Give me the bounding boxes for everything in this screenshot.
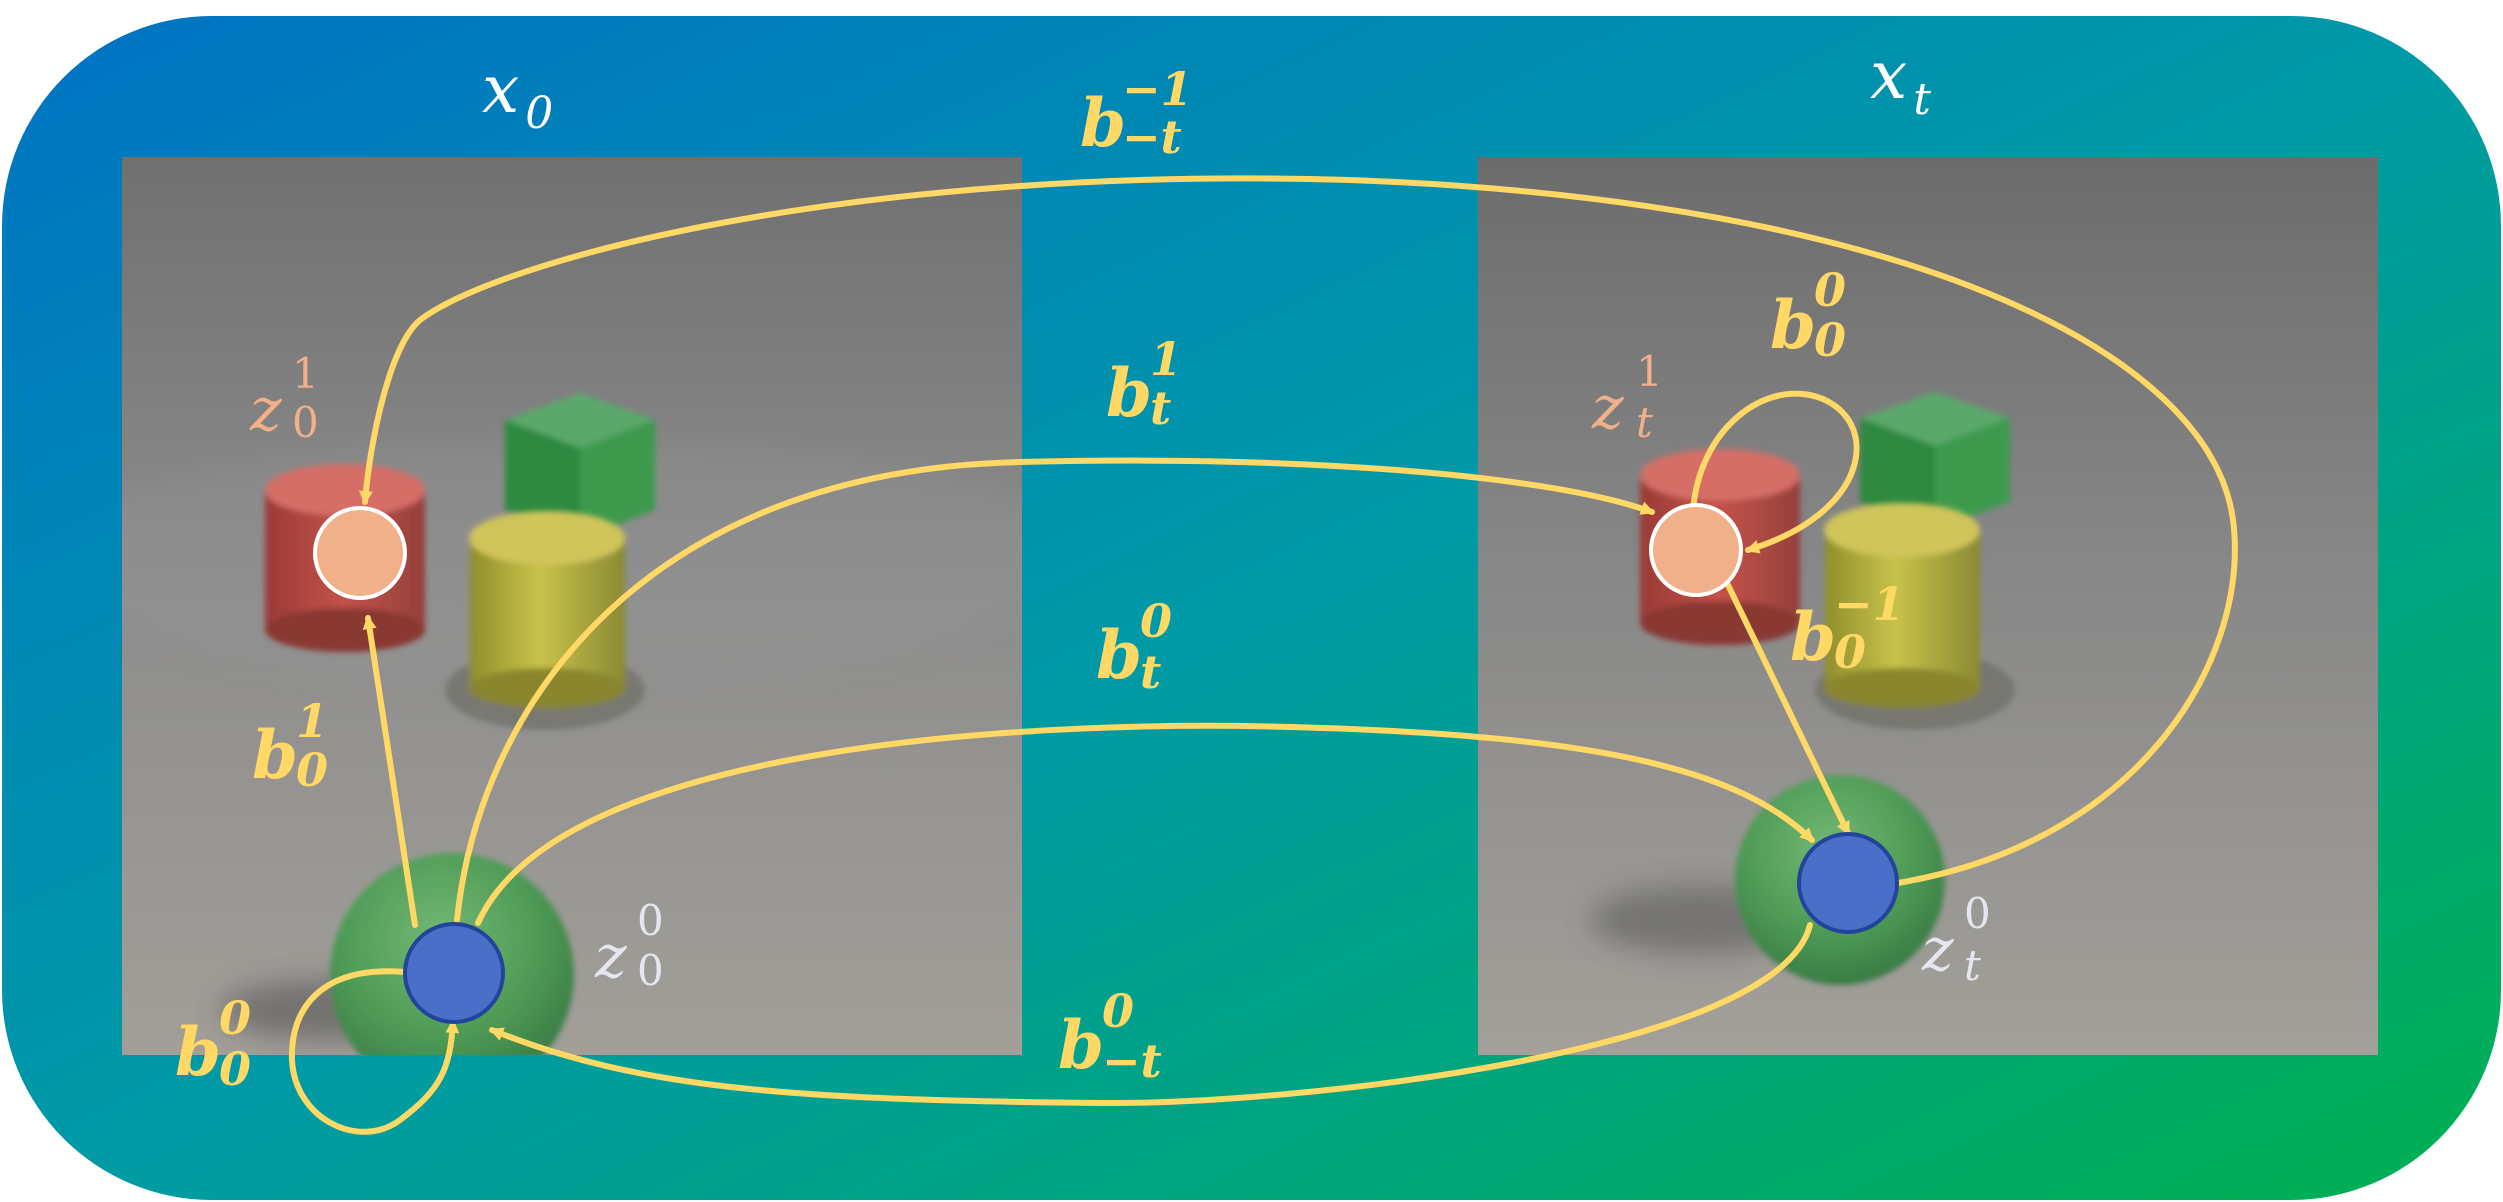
- svg-text:z: z: [1921, 915, 1954, 985]
- label-b-0-0-right: b 0 0: [1770, 263, 1846, 367]
- edge-b-0-minus1: [1725, 582, 1851, 836]
- edge-b-0-0-right-loop: [1690, 390, 1860, 554]
- svg-text:0: 0: [1814, 313, 1846, 367]
- svg-text:b: b: [175, 1013, 221, 1091]
- svg-text:0: 0: [1140, 594, 1172, 648]
- node-left-z0: [403, 922, 505, 1024]
- svg-text:t: t: [1636, 398, 1653, 447]
- edge-b-minus-t-0: [489, 922, 1813, 1107]
- svg-text:b: b: [1080, 84, 1126, 162]
- svg-text:b: b: [1770, 286, 1816, 364]
- label-b-0-minus1: b −1 0: [1790, 577, 1905, 679]
- node-right-z0: [1797, 832, 1899, 934]
- edge-b-0-0-left-loop: [288, 968, 460, 1135]
- svg-text:z: z: [594, 922, 627, 992]
- svg-text:1: 1: [1150, 332, 1182, 386]
- svg-text:0: 0: [1102, 984, 1134, 1038]
- edge-b-t-0: [475, 722, 1815, 926]
- edge-b-t-1: [454, 457, 1655, 923]
- label-b-minus-t-minus1: b −1 −t: [1080, 62, 1193, 164]
- edge-b-minus-t-minus1: [358, 175, 2238, 886]
- svg-text:b: b: [1790, 598, 1836, 676]
- left-scene-image: [122, 157, 1022, 1055]
- svg-text:0: 0: [219, 1042, 251, 1096]
- svg-text:0: 0: [637, 896, 664, 945]
- svg-text:−1: −1: [1122, 62, 1193, 116]
- svg-text:t: t: [1150, 381, 1171, 435]
- label-right-z0: z 0 t: [1921, 889, 1991, 990]
- svg-text:1: 1: [296, 694, 328, 748]
- svg-text:z: z: [249, 375, 282, 445]
- svg-text:t: t: [1964, 941, 1981, 990]
- svg-text:0: 0: [1814, 263, 1846, 317]
- label-b-0-1-left: b 1 0: [252, 694, 328, 797]
- label-right-z1: z 1 t: [1591, 347, 1663, 447]
- svg-text:−1: −1: [1834, 577, 1905, 631]
- svg-text:0: 0: [1834, 625, 1866, 679]
- svg-text:−t: −t: [1102, 1034, 1162, 1088]
- svg-text:b: b: [1096, 616, 1142, 694]
- svg-text:b: b: [1058, 1006, 1104, 1084]
- svg-text:b: b: [1106, 354, 1152, 432]
- svg-text:b: b: [252, 716, 298, 794]
- label-left-z1: z 1 0: [249, 349, 319, 447]
- label-left-z0: z 0 0: [594, 896, 664, 995]
- svg-text:z: z: [1591, 373, 1624, 443]
- edge-b-0-1-left: [362, 615, 418, 928]
- label-b-0-0-left: b 0 0: [175, 991, 251, 1096]
- svg-text:0: 0: [292, 398, 319, 447]
- svg-text:t: t: [1140, 645, 1161, 699]
- label-b-t-1: b 1 t: [1106, 332, 1182, 435]
- svg-text:0: 0: [219, 991, 251, 1045]
- svg-text:0: 0: [296, 743, 328, 797]
- node-left-z1: [313, 506, 407, 600]
- svg-text:0: 0: [1964, 889, 1991, 938]
- svg-text:0: 0: [637, 946, 664, 995]
- label-b-t-0: b 0 t: [1096, 594, 1172, 699]
- svg-text:1: 1: [1636, 347, 1663, 396]
- svg-text:−t: −t: [1122, 110, 1182, 164]
- edges: [288, 175, 2238, 1135]
- label-b-minus-t-0: b 0 −t: [1058, 984, 1162, 1088]
- svg-text:1: 1: [292, 349, 319, 398]
- node-right-z1: [1649, 503, 1743, 597]
